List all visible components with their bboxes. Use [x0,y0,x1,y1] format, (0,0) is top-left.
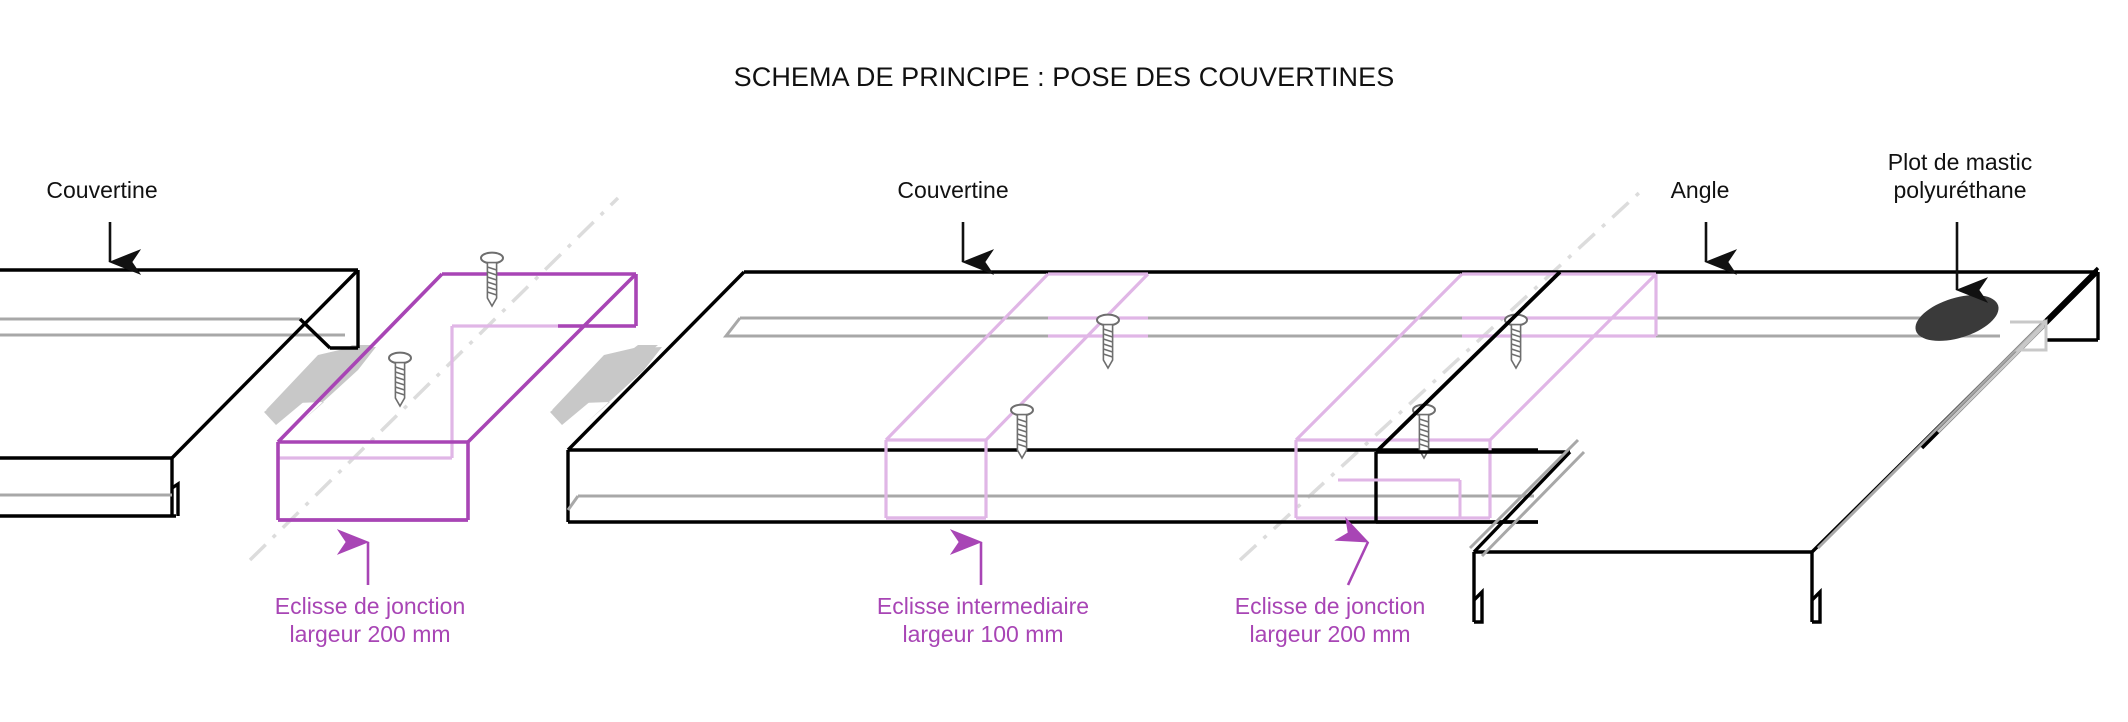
coping-center [566,270,2000,524]
plot-mastic-blob [1915,295,1999,341]
label-couvertine-left: Couvertine [46,177,158,203]
screw-2 [388,351,412,407]
label-angle: Angle [1670,177,1730,203]
page-title: SCHEMA DE PRINCIPE : POSE DES COUVERTINE… [733,62,1395,92]
coping-angle [1338,266,2100,624]
splice-plate-200-right [1294,272,1658,520]
screw-1 [480,251,504,307]
alignment-guides [248,190,1642,562]
label-couvertine-center: Couvertine [897,177,1009,203]
screw-3 [1096,313,1120,369]
shadow-shapes [264,345,662,425]
label-eclisse-intermediaire: Eclisse intermediaire largeur 100 mm [876,593,1090,648]
splice-plate-200-left [276,272,638,522]
coping-left [0,268,360,518]
splice-plate-100-center [884,272,1150,520]
label-eclisse-jonction-left: Eclisse de jonction largeur 200 mm [274,593,466,648]
leader-lines [108,222,1989,586]
label-eclisse-jonction-right: Eclisse de jonction largeur 200 mm [1234,593,1426,648]
label-plot-mastic: Plot de mastic polyuréthane [1887,149,2033,204]
